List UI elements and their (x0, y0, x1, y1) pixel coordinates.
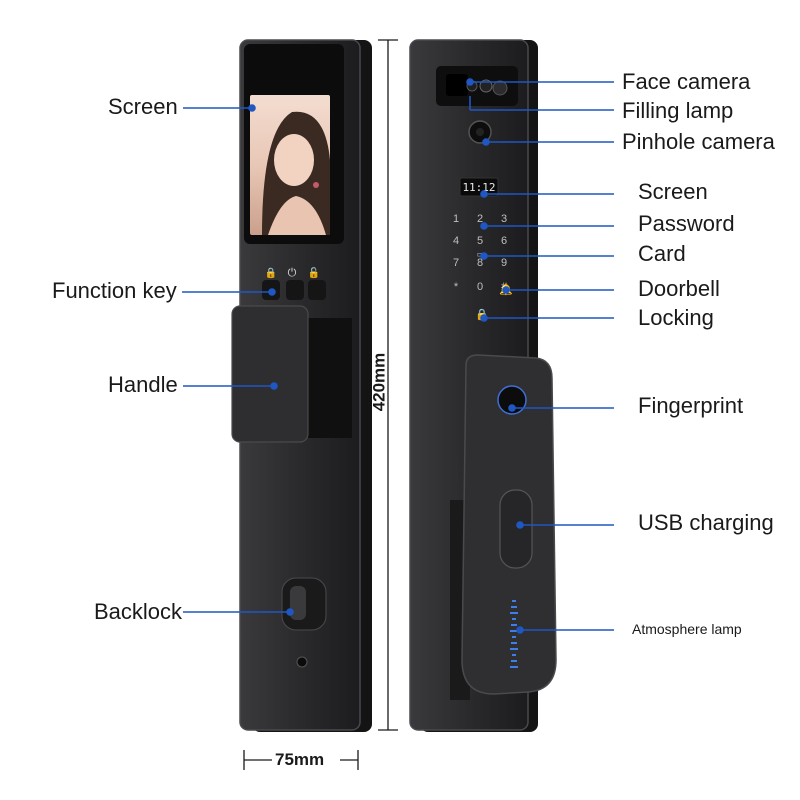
keypad-key: 3 (501, 213, 507, 225)
keypad-key: 8 (477, 257, 483, 269)
keypad-key: 0 (477, 281, 483, 293)
keypad-key: 2 (477, 213, 483, 225)
label-backlock: Backlock (94, 599, 183, 624)
leader-lines (182, 78, 614, 634)
height-dimension-label: 420mm (369, 352, 389, 412)
right-screen (459, 177, 499, 197)
atmosphere-lamp-segment (512, 618, 516, 620)
keypad-key: 9 (501, 257, 507, 269)
label-atmosphere-lamp: Atmosphere lamp (632, 621, 742, 637)
label-password: Password (638, 211, 735, 236)
label-handle: Handle (108, 372, 178, 397)
label-screen-right: Screen (638, 179, 708, 204)
atmosphere-lamp (510, 600, 518, 668)
screen-portrait (262, 111, 330, 235)
atmosphere-lamp-segment (512, 636, 516, 638)
usb-charging-port (499, 489, 533, 569)
label-doorbell: Doorbell (638, 276, 720, 301)
label-screen-left: Screen (108, 94, 178, 119)
label-function-key: Function key (52, 278, 177, 303)
lock-icon: 🔒 (265, 267, 277, 279)
atmosphere-lamp-segment (511, 624, 517, 626)
width-dimension-label: 75mm (275, 750, 325, 769)
atmosphere-lamp-segment (511, 606, 517, 608)
atmosphere-lamp-segment (511, 660, 517, 662)
left-handle (231, 305, 309, 443)
label-filling-lamp: Filling lamp (622, 98, 734, 123)
atmosphere-lamp-segment (512, 654, 516, 656)
keypad-key: * (454, 281, 459, 293)
function-keys: 🔒 ⏻ 🔓 (262, 266, 326, 300)
atmosphere-lamp-segment (512, 600, 516, 602)
height-dimension (378, 39, 398, 731)
fingerprint-sensor (497, 385, 527, 415)
unlock-icon: 🔓 (308, 266, 320, 279)
atmosphere-lamp-segment (510, 612, 518, 614)
label-usb-charging: USB charging (638, 510, 774, 535)
label-card: Card (638, 241, 686, 266)
label-face-camera: Face camera (622, 69, 751, 94)
power-icon: ⏻ (288, 267, 297, 279)
atmosphere-lamp-segment (510, 648, 518, 650)
label-fingerprint: Fingerprint (638, 393, 744, 418)
keypad-key: 6 (501, 235, 507, 247)
label-pinhole-camera: Pinhole camera (622, 129, 775, 154)
keypad-key: 1 (453, 213, 459, 225)
keypad-key: 5 (477, 235, 483, 247)
left-handle-slot (306, 318, 352, 438)
width-dimension (243, 750, 359, 770)
atmosphere-lamp-segment (510, 666, 518, 668)
display-time: 11:12 (462, 181, 495, 194)
atmosphere-lamp-segment (510, 630, 518, 632)
key-hole (296, 656, 308, 668)
label-locking: Locking (638, 305, 714, 330)
keypad-key: 4 (453, 235, 459, 247)
atmosphere-lamp-segment (511, 642, 517, 644)
keypad-key: 7 (453, 257, 459, 269)
